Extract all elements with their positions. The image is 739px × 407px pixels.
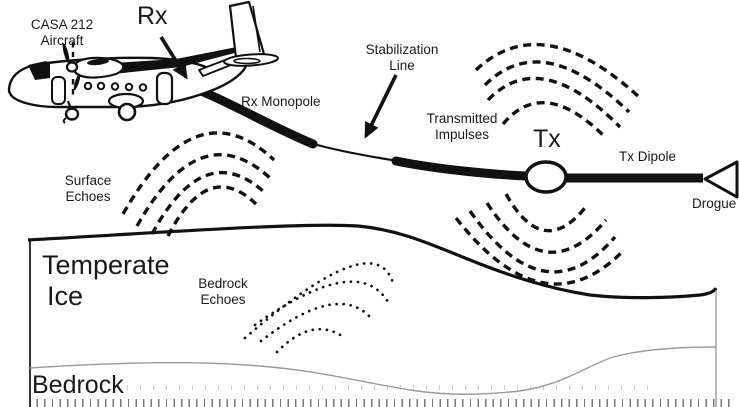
cabin-windows bbox=[83, 81, 148, 92]
main-wheel bbox=[117, 102, 137, 122]
rear-door bbox=[155, 71, 174, 106]
nose-gear-hook bbox=[62, 117, 67, 124]
bedrock-echo-arc bbox=[253, 280, 390, 327]
temperate-ice-label-line1: Temperate bbox=[42, 250, 170, 280]
propeller-blade-top bbox=[62, 43, 70, 63]
propeller-spinner bbox=[65, 61, 79, 73]
temperate-ice-label-line2: Ice bbox=[47, 281, 84, 312]
impulse-arc bbox=[504, 193, 590, 233]
front-door bbox=[51, 76, 66, 105]
nose-wheel bbox=[64, 107, 80, 121]
bedrock-echo-arcs bbox=[243, 261, 395, 354]
terrain bbox=[27, 223, 718, 407]
transmitted-label-line1: Transmitted bbox=[426, 111, 498, 126]
stabilization-label-line1: Stabilization bbox=[365, 42, 439, 57]
bedrock-echo-arc bbox=[259, 302, 372, 343]
transmitted-impulse-arcs-up bbox=[474, 42, 641, 138]
stabilization-line-label: Stabilization Line bbox=[350, 42, 454, 74]
surface-echo-arcs bbox=[121, 131, 276, 237]
rudder-line bbox=[252, 5, 261, 53]
bedrock-hatching-faint bbox=[88, 385, 648, 390]
bedrock-echoes-label: Bedrock Echoes bbox=[193, 276, 253, 308]
aircraft-label: CASA 212 Aircraft bbox=[14, 17, 110, 49]
rx-monopole-label: Rx Monopole bbox=[241, 94, 321, 109]
bedrock-hatching bbox=[29, 399, 736, 407]
ice-surface-line bbox=[27, 223, 718, 300]
bedrock-label: Bedrock bbox=[32, 371, 124, 399]
bedrock-echo-arc bbox=[275, 327, 347, 354]
cockpit-windshield bbox=[28, 61, 50, 80]
engine-intake bbox=[87, 58, 109, 66]
horizontal-stabilizer bbox=[223, 53, 279, 67]
surface-echo-arc bbox=[121, 131, 276, 215]
surface-echoes-label-line2: Echoes bbox=[65, 189, 111, 205]
surface-echo-arc bbox=[150, 170, 266, 235]
towed-antenna-assembly bbox=[196, 86, 739, 199]
impulse-arc bbox=[468, 210, 617, 274]
impulse-arc bbox=[485, 202, 608, 254]
surface-echoes-label: Surface Echoes bbox=[56, 173, 120, 205]
bedrock-echoes-label-line1: Bedrock bbox=[198, 276, 248, 291]
ice-bedrock-boundary-line bbox=[29, 346, 717, 395]
aircraft-label-line1: CASA 212 bbox=[30, 17, 94, 32]
temperate-ice-label: Temperate Ice bbox=[42, 250, 170, 312]
tx-dipole-left bbox=[391, 156, 533, 181]
tx-transmitter-body bbox=[524, 160, 568, 194]
stabilizer-detail bbox=[233, 57, 261, 65]
transmitted-impulses-label: Transmitted Impulses bbox=[412, 111, 512, 143]
impulse-arc bbox=[501, 101, 606, 138]
bedrock-echoes-label-line2: Echoes bbox=[200, 292, 246, 308]
stabilization-label-line2: Line bbox=[389, 58, 415, 74]
impulse-arc bbox=[486, 76, 622, 129]
tx-label: Tx bbox=[533, 125, 561, 153]
aircraft-label-line2: Aircraft bbox=[40, 33, 84, 49]
impulse-arc bbox=[454, 216, 624, 286]
surface-echoes-label-line1: Surface bbox=[64, 173, 112, 188]
rx-monopole-cable bbox=[196, 86, 318, 149]
drogue-label: Drogue bbox=[692, 196, 737, 211]
rx-label: Rx bbox=[137, 2, 168, 30]
stabilization-line-arrow bbox=[364, 74, 398, 139]
bedrock-echo-arc bbox=[243, 261, 395, 340]
rx-arrow bbox=[159, 36, 188, 80]
impulse-arc bbox=[483, 60, 631, 114]
drogue-cone bbox=[703, 160, 739, 199]
stabilization-line bbox=[309, 141, 399, 163]
surface-echo-arc bbox=[135, 153, 272, 227]
impulse-arc bbox=[474, 42, 641, 99]
engine-nacelle bbox=[72, 56, 125, 79]
transmitted-impulse-arcs-down bbox=[454, 193, 624, 286]
annotations bbox=[71, 36, 398, 139]
transmitted-label-line2: Impulses bbox=[434, 127, 490, 143]
propeller-blade-bottom bbox=[73, 73, 81, 91]
surface-echo-arc bbox=[166, 185, 258, 237]
tx-dipole-label: Tx Dipole bbox=[619, 149, 677, 164]
